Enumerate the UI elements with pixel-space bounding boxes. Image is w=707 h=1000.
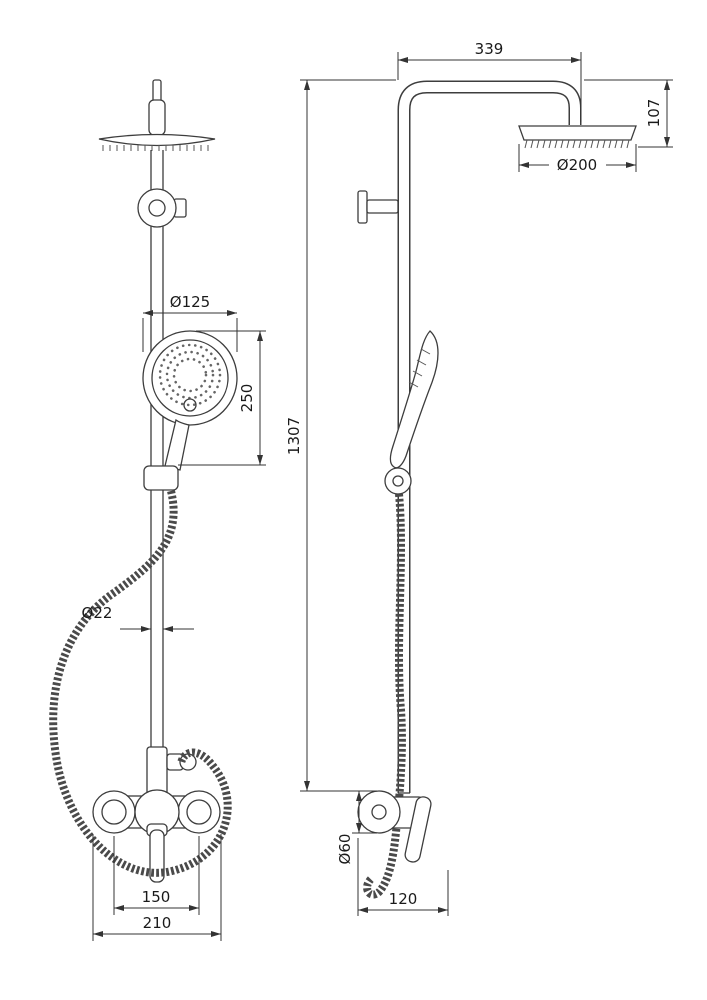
mixer-lever-side <box>404 796 432 863</box>
riser-pipe-front <box>148 79 166 747</box>
dim-label-arm-reach: 339 <box>475 40 504 58</box>
shower-hose-side <box>363 493 406 899</box>
dim-arm-reach: 339 <box>397 40 582 122</box>
mixer-side <box>357 790 432 863</box>
dim-overall-height: 1307 <box>285 79 396 792</box>
dim-head-diameter: Ø200 <box>518 144 637 174</box>
wall-bracket-front <box>137 188 187 228</box>
riser-pipe-side <box>397 80 582 794</box>
dim-mixer-depth: 120 <box>357 838 449 916</box>
dim-label-hand-shower-diameter: Ø125 <box>170 293 210 311</box>
nozzle-fringe <box>102 145 209 151</box>
dim-label-mixer-overall-width: 210 <box>143 914 172 932</box>
dim-label-head-diameter: Ø200 <box>557 156 597 174</box>
hand-shower-front <box>142 330 238 471</box>
dim-label-head-drop: 107 <box>645 99 663 128</box>
dim-label-mixer-depth: 120 <box>389 890 418 908</box>
dim-hand-shower-length: 250 <box>178 330 266 466</box>
mixer-front <box>92 789 221 883</box>
hand-shower-holder <box>384 467 412 495</box>
dim-label-pipe-diameter: Ø22 <box>82 604 113 622</box>
dim-head-drop: 107 <box>584 79 673 148</box>
dim-label-mixer-center-spacing: 150 <box>142 888 171 906</box>
hand-shower-side <box>384 330 439 495</box>
wall-bracket-side <box>357 190 399 224</box>
ball-joint <box>148 99 166 136</box>
dim-label-overall-height: 1307 <box>285 417 303 455</box>
slider-clamp <box>143 465 179 491</box>
side-view <box>357 80 637 899</box>
shower-hose-front <box>49 490 232 877</box>
dim-hand-shower-diameter: Ø125 <box>142 293 238 352</box>
dimension-annotations: Ø125 250 Ø22 150 210 <box>82 40 673 941</box>
spray-mode-button <box>183 398 197 412</box>
dim-mixer-overall-width: 210 <box>92 834 222 941</box>
hand-shower-handle <box>164 418 190 471</box>
dim-pipe-diameter: Ø22 <box>82 604 194 632</box>
nozzle-fringe-side <box>524 139 630 149</box>
dim-label-hand-shower-length: 250 <box>238 384 256 413</box>
dim-label-flange-diameter: Ø60 <box>336 834 354 865</box>
rain-head-front <box>98 133 216 151</box>
rain-head-side <box>518 125 637 149</box>
dim-mixer-center-spacing: 150 <box>113 836 200 915</box>
dim-flange-diameter: Ø60 <box>336 790 377 865</box>
front-view <box>49 79 238 883</box>
